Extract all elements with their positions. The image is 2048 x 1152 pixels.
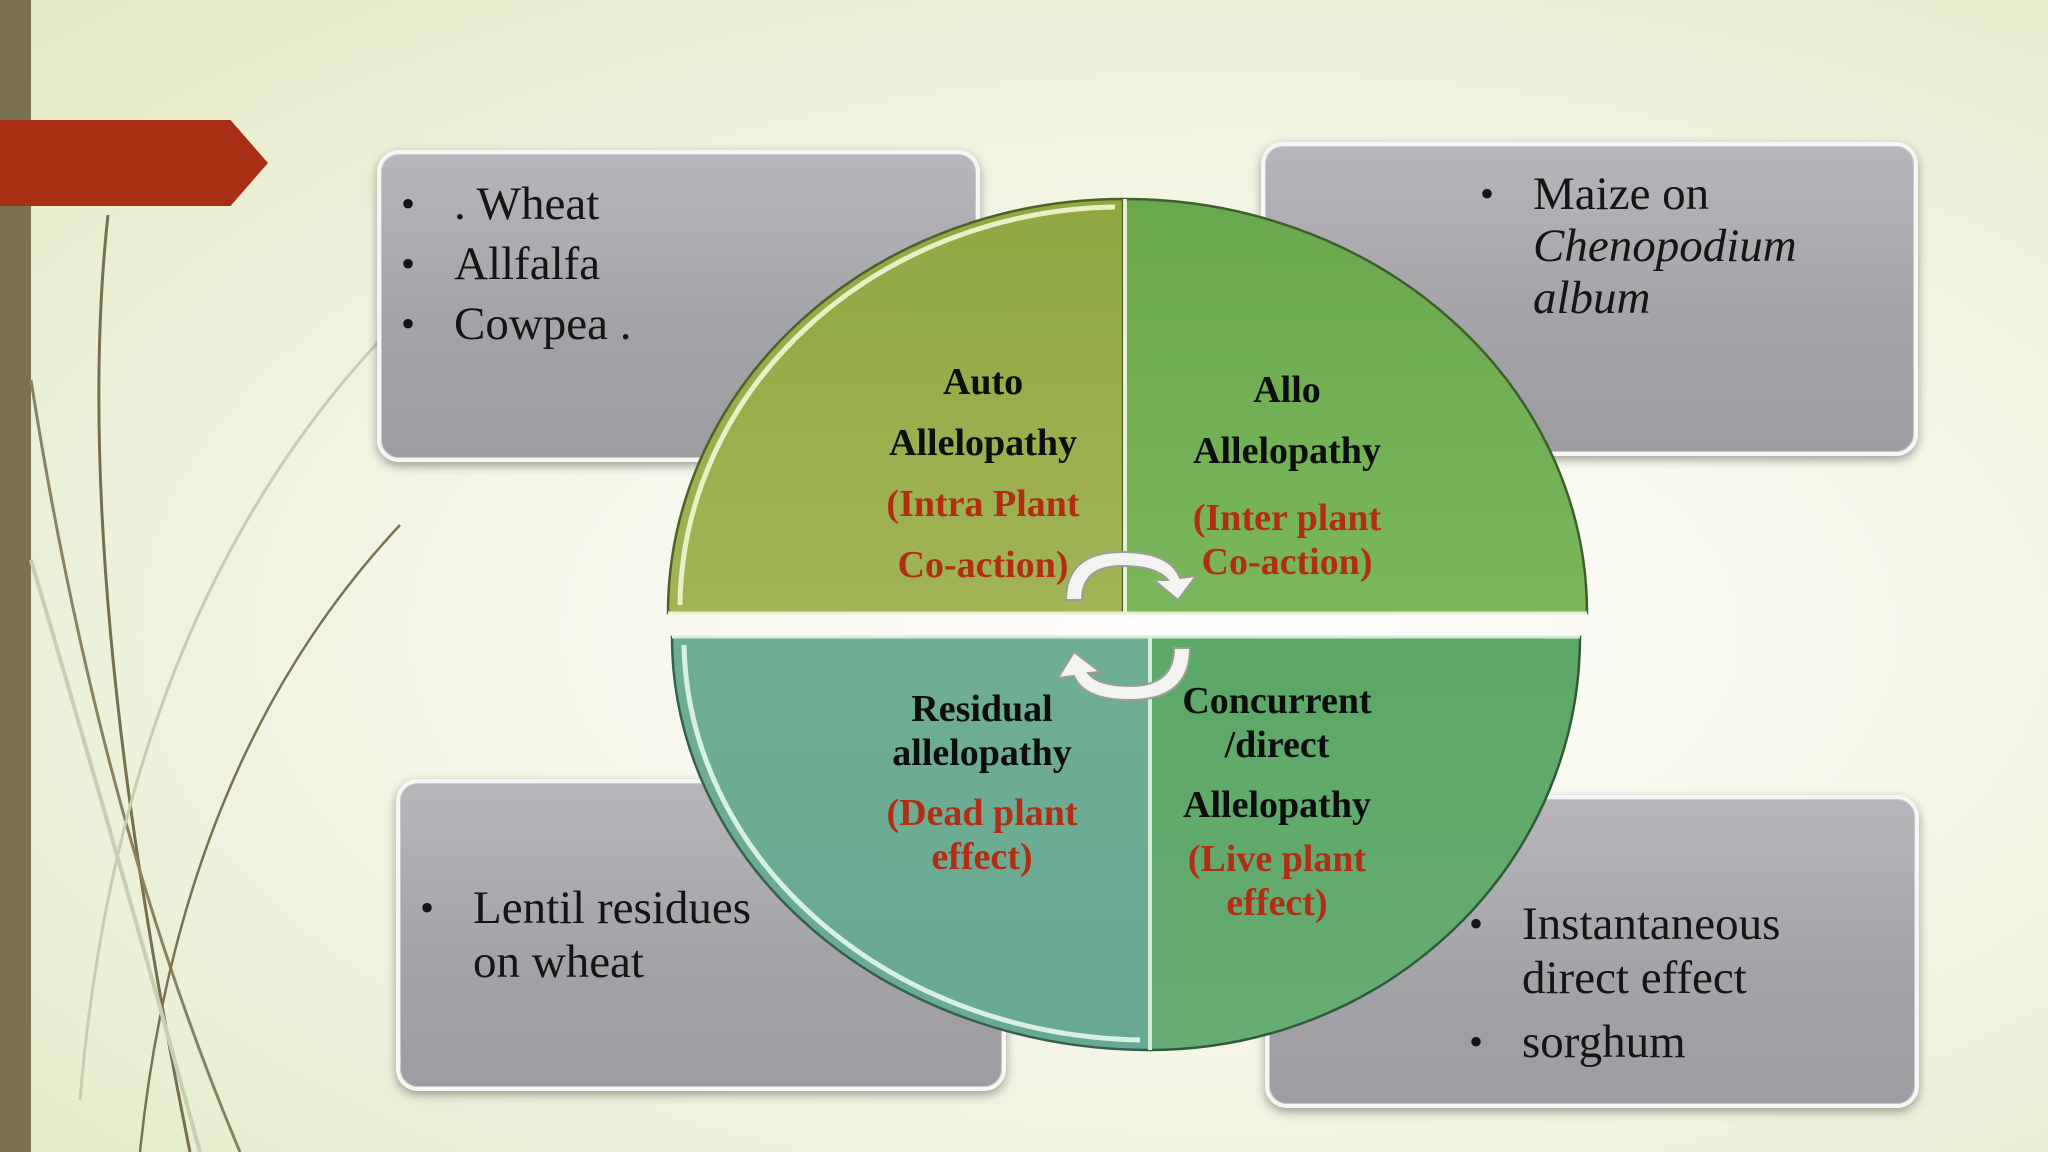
quadrant-title: Allelopathy — [1193, 430, 1381, 472]
quadrant-subtitle: Co-action) — [897, 544, 1069, 586]
list-item-text: Maize on — [1533, 168, 1710, 220]
quadrant-auto — [666, 197, 1125, 615]
quadrant-allo-label: Allo Allelopathy (Inter plant Co-action) — [1193, 360, 1381, 584]
quadrant-subtitle: (Dead plant — [886, 792, 1078, 834]
list-item-text: Chenopodium — [1533, 220, 1797, 272]
quadrant-subtitle: effect) — [931, 836, 1033, 878]
quadrant-title: Residual — [911, 688, 1053, 730]
cycle-arrow-icon — [1056, 647, 1192, 702]
list-item: Lentil residues on wheat — [400, 881, 1002, 989]
cycle-arrow-icon — [1064, 550, 1199, 602]
quadrant-subtitle: (Intra Plant — [886, 483, 1080, 525]
quadrant-title: Allelopathy — [889, 422, 1077, 464]
quadrant-title: Allo — [1253, 369, 1321, 411]
list-item: sorghum — [1449, 1015, 1915, 1069]
quadrant-concurrent — [1148, 635, 1582, 1052]
quadrant-subtitle: effect) — [1226, 882, 1328, 924]
list-item: Cowpea . — [381, 294, 976, 354]
list-item: . Wheat — [381, 174, 976, 234]
list-item-text: direct effect — [1522, 952, 1747, 1004]
list-item-text: Instantaneous — [1522, 898, 1781, 950]
quadrant-auto-label: Auto Allelopathy (Intra Plant Co-action) — [886, 352, 1079, 596]
quadrant-subtitle: Co-action) — [1201, 541, 1373, 583]
quadrant-concurrent-label: Concurrent /direct Allelopathy (Live pla… — [1182, 679, 1371, 925]
quadrant-residual — [670, 635, 1152, 1052]
quadrant-title: allelopathy — [892, 732, 1072, 774]
quadrant-subtitle: (Live plant — [1187, 838, 1367, 880]
quadrant-allo — [1123, 197, 1589, 615]
list-item: Maize on Chenopodium album — [1460, 168, 1914, 324]
quadrant-subtitle: (Inter plant — [1192, 497, 1382, 539]
quadrant-title: Auto — [942, 361, 1024, 403]
list-item: Instantaneous direct effect — [1449, 897, 1915, 1005]
list-item: Allfalfa — [381, 234, 976, 294]
quadrant-title: Concurrent — [1182, 680, 1372, 722]
list-item-text: on wheat — [473, 936, 644, 988]
quadrant-title: Allelopathy — [1183, 784, 1371, 826]
title-tag-arrow — [0, 120, 268, 206]
quadrant-residual-label: Residual allelopathy (Dead plant effect) — [886, 687, 1077, 879]
list-item-text: album — [1533, 272, 1651, 324]
quadrant-title: /direct — [1224, 724, 1330, 766]
list-item-text: Lentil residues — [473, 882, 752, 934]
